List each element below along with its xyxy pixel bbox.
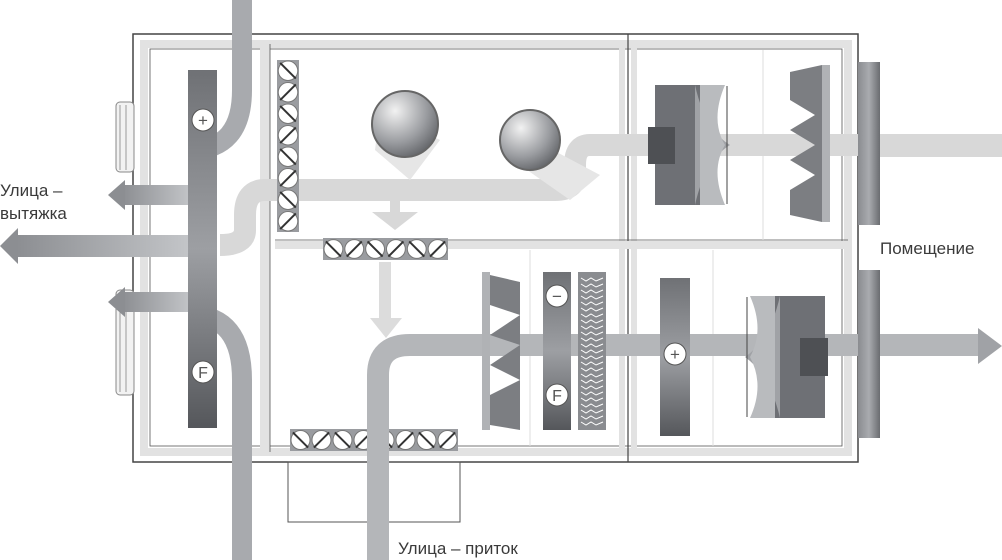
supply-silencer-top [790,65,830,222]
damper-blade-line [292,431,309,449]
cooling-coil [543,272,571,430]
damper-blade-line [366,240,384,258]
damper-blade-line [397,431,414,449]
exhaust-arrow-main [0,228,192,264]
cooling-filter: F [552,388,562,405]
label-exhaust-line1: Улица – [0,181,63,200]
label-room: Помещение [880,239,975,258]
supply-air-flow [367,334,980,560]
intake-silencer [482,272,520,430]
droplet-eliminator [578,272,606,430]
droplet-eliminator-fin [580,367,604,372]
supply-fan [745,296,828,418]
droplet-eliminator-fin [580,319,604,324]
plus-marker-icon [663,342,687,366]
recirculation-damper-horizontal [323,238,448,260]
damper-blade-line [279,212,297,230]
droplet-eliminator-fin [580,397,604,402]
droplet-eliminator-fin [580,409,604,414]
heat-recovery-filter: F [198,365,208,382]
return-duct-to-room [880,135,1002,157]
damper-blade-line [439,431,456,449]
damper-blade-line [334,431,351,449]
droplet-eliminator-fin [580,325,604,330]
heat-recovery-plus: + [198,111,208,130]
plus-marker-icon [191,108,215,132]
droplet-eliminator-fin [580,373,604,378]
droplet-eliminator-fin [580,289,604,294]
damper-frame [277,60,299,232]
cooling-minus: − [552,287,562,306]
damper-blade-line [279,169,297,187]
droplet-eliminator-fin [580,421,604,426]
room-connection-lower [858,270,880,438]
droplet-eliminator-fin [580,403,604,408]
damper-blade-line [279,126,297,144]
room-connection-upper [858,62,880,225]
droplet-eliminator-fin [580,277,604,282]
droplet-eliminator-fin [580,295,604,300]
supply-arrow-to-room [978,328,1002,364]
droplet-eliminator-fin [580,415,604,420]
heater-plus: + [670,345,680,364]
recirculation-arrow-down-2 [370,318,402,338]
droplet-eliminator-fin [580,337,604,342]
droplet-eliminator-fin [580,343,604,348]
droplet-eliminator-fin [580,283,604,288]
exhaust-arrow-upper [108,180,192,210]
damper-blade-line [279,191,297,209]
return-air-flow [219,134,1002,320]
droplet-eliminator-fin [580,301,604,306]
damper-blade-line [418,431,435,449]
droplet-eliminator-fin [580,361,604,366]
return-filter-cylinder-2 [499,109,600,200]
minus-marker-icon [545,284,569,308]
exhaust-damper-vertical [277,60,299,232]
exhaust-arrow-lower [108,287,192,317]
filter-marker-icon [191,360,215,384]
return-filter-cylinder-1 [371,90,440,180]
droplet-eliminator-fin [580,379,604,384]
heat-recovery-coil [188,70,217,428]
heating-coil [660,278,690,436]
damper-blade-line [429,240,446,258]
damper-blade-line [279,105,297,123]
damper-blade-line [408,240,425,258]
droplet-eliminator-fin [580,355,604,360]
label-exhaust-line2: вытяжка [0,204,67,223]
damper-blade-line [279,148,297,166]
damper-blade-line [279,83,297,101]
recirculation-arrow-down-1 [372,212,418,230]
damper-blade-line [387,240,405,258]
exhaust-fan [648,85,730,205]
damper-blade-line [313,431,330,449]
droplet-eliminator-fin [580,349,604,354]
droplet-eliminator-fin [580,307,604,312]
damper-blade-line [325,240,342,258]
filter-marker-icon [545,383,569,407]
exhaust-grille-upper [115,101,135,173]
droplet-eliminator-fin [580,331,604,336]
damper-blade-line [346,240,363,258]
label-intake: Улица – приток [398,539,518,558]
damper-blade-line [279,62,297,80]
droplet-eliminator-fin [580,313,604,318]
droplet-eliminator-fin [580,391,604,396]
droplet-eliminator-fin [580,385,604,390]
